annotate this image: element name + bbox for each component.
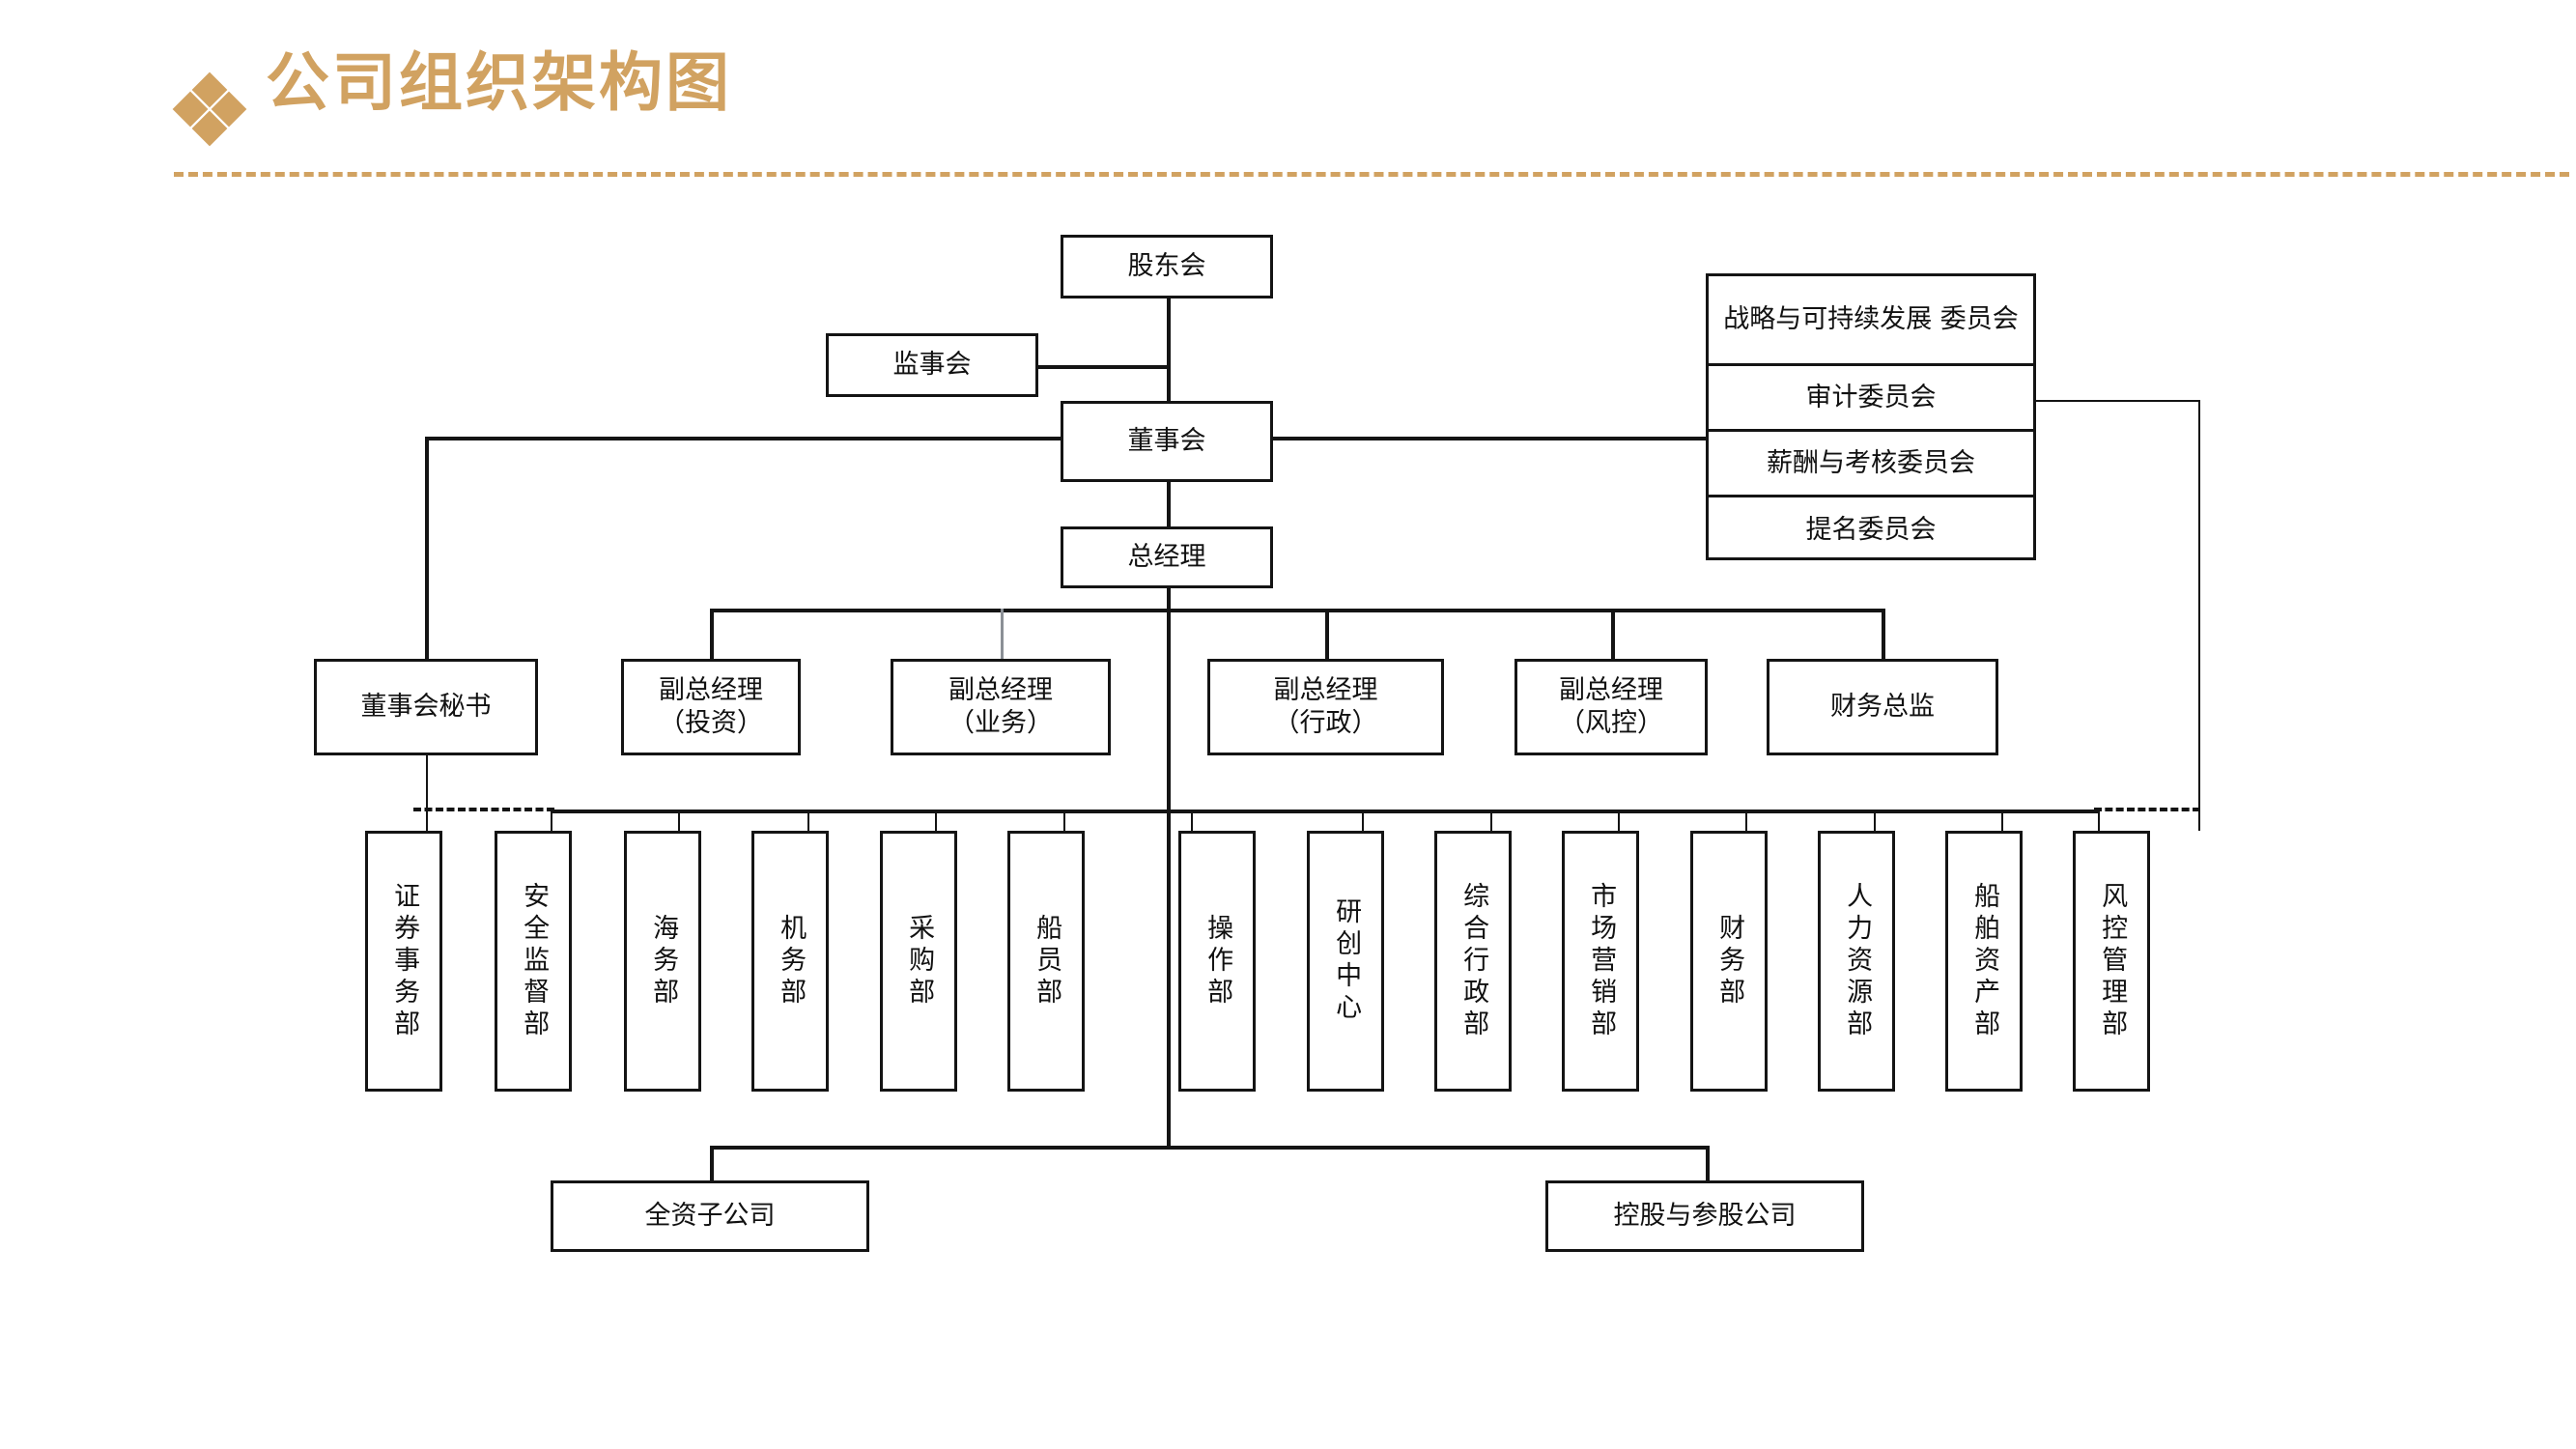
connector-board-to-committees bbox=[1273, 437, 1706, 440]
dept-drop-4 bbox=[935, 810, 937, 831]
dept-human-resources[interactable]: 人力资源部 bbox=[1818, 831, 1895, 1092]
connector-audit-to-risk-h bbox=[2036, 400, 2200, 402]
slide-header: 公司组织架构图 bbox=[0, 0, 2576, 193]
committee-stack: 战略与可持续发展 委员会 审计委员会 薪酬与考核委员会 提名委员会 bbox=[1706, 273, 2036, 560]
dept-drop-7 bbox=[1362, 810, 1364, 831]
vp-drop-admin bbox=[1325, 609, 1329, 659]
dept-drop-11 bbox=[1874, 810, 1876, 831]
vp-bus-line bbox=[710, 609, 1885, 612]
node-vp-investment[interactable]: 副总经理 （投资） bbox=[621, 659, 801, 755]
dept-procurement[interactable]: 采购部 bbox=[880, 831, 957, 1092]
committee-compensation[interactable]: 薪酬与考核委员会 bbox=[1709, 432, 2033, 497]
node-general-manager[interactable]: 总经理 bbox=[1061, 526, 1273, 588]
dept-drop-5 bbox=[1063, 810, 1065, 831]
node-cfo[interactable]: 财务总监 bbox=[1767, 659, 1998, 755]
connector-board-to-gm bbox=[1167, 481, 1171, 527]
dept-drop-13 bbox=[2098, 810, 2100, 831]
dept-ship-assets[interactable]: 船舶资产部 bbox=[1945, 831, 2023, 1092]
committee-strategy[interactable]: 战略与可持续发展 委员会 bbox=[1709, 276, 2033, 366]
dept-drop-6 bbox=[1191, 810, 1193, 831]
vp-drop-investment bbox=[710, 609, 714, 659]
connector-board-to-secretary-v bbox=[425, 437, 429, 659]
dept-crew[interactable]: 船员部 bbox=[1007, 831, 1085, 1092]
node-holding-and-participating-company[interactable]: 控股与参股公司 bbox=[1545, 1180, 1864, 1252]
dept-engineering[interactable]: 机务部 bbox=[751, 831, 829, 1092]
dept-finance[interactable]: 财务部 bbox=[1690, 831, 1768, 1092]
node-vp-admin[interactable]: 副总经理 （行政） bbox=[1207, 659, 1444, 755]
dept-general-administration[interactable]: 综合行政部 bbox=[1434, 831, 1512, 1092]
node-vp-business[interactable]: 副总经理 （业务） bbox=[891, 659, 1111, 755]
connector-secretary-to-dept-bus bbox=[426, 755, 428, 869]
connector-audit-to-risk-v bbox=[2198, 400, 2200, 831]
node-supervisory-board[interactable]: 监事会 bbox=[826, 333, 1038, 397]
node-wholly-owned-subsidiary[interactable]: 全资子公司 bbox=[551, 1180, 869, 1252]
dept-rnd-center[interactable]: 研创中心 bbox=[1307, 831, 1384, 1092]
connector-board-to-secretary-h bbox=[425, 437, 1062, 440]
department-bus-dashed-left bbox=[413, 808, 554, 811]
dept-drop-12 bbox=[2001, 810, 2003, 831]
node-board-of-directors[interactable]: 董事会 bbox=[1061, 401, 1273, 482]
committee-audit[interactable]: 审计委员会 bbox=[1709, 366, 2033, 432]
vp-drop-risk bbox=[1611, 609, 1615, 659]
vp-drop-cfo bbox=[1882, 609, 1885, 659]
connector-shareholders-to-board bbox=[1167, 298, 1171, 404]
dept-marketing[interactable]: 市场营销部 bbox=[1562, 831, 1639, 1092]
dept-operations[interactable]: 操作部 bbox=[1178, 831, 1256, 1092]
dept-drop-3 bbox=[807, 810, 809, 831]
dept-drop-9 bbox=[1618, 810, 1620, 831]
connector-supervisory-to-spine bbox=[1036, 365, 1171, 369]
department-bus-dashed-right bbox=[2094, 808, 2200, 811]
node-vp-risk[interactable]: 副总经理 （风控） bbox=[1514, 659, 1708, 755]
dept-safety-supervision[interactable]: 安全监督部 bbox=[495, 831, 572, 1092]
dept-drop-8 bbox=[1490, 810, 1492, 831]
dept-marine-affairs[interactable]: 海务部 bbox=[624, 831, 701, 1092]
dept-risk-management[interactable]: 风控管理部 bbox=[2073, 831, 2150, 1092]
subsidiary-drop-left bbox=[710, 1146, 714, 1180]
header-divider bbox=[174, 172, 2569, 177]
committee-nomination[interactable]: 提名委员会 bbox=[1805, 515, 1937, 546]
subsidiary-bus-line bbox=[710, 1146, 1710, 1150]
diamond-cluster-icon bbox=[172, 71, 247, 147]
dept-securities-affairs[interactable]: 证券事务部 bbox=[365, 831, 442, 1092]
node-shareholders[interactable]: 股东会 bbox=[1061, 235, 1273, 298]
dept-drop-1 bbox=[551, 810, 552, 831]
subsidiary-drop-right bbox=[1706, 1146, 1710, 1180]
main-spine bbox=[1167, 587, 1171, 1146]
node-board-secretary[interactable]: 董事会秘书 bbox=[314, 659, 538, 755]
vp-drop-business bbox=[1001, 609, 1004, 659]
dept-drop-10 bbox=[1745, 810, 1747, 831]
page-title: 公司组织架构图 bbox=[266, 45, 732, 120]
department-bus-line bbox=[551, 810, 2098, 813]
dept-drop-2 bbox=[678, 810, 680, 831]
